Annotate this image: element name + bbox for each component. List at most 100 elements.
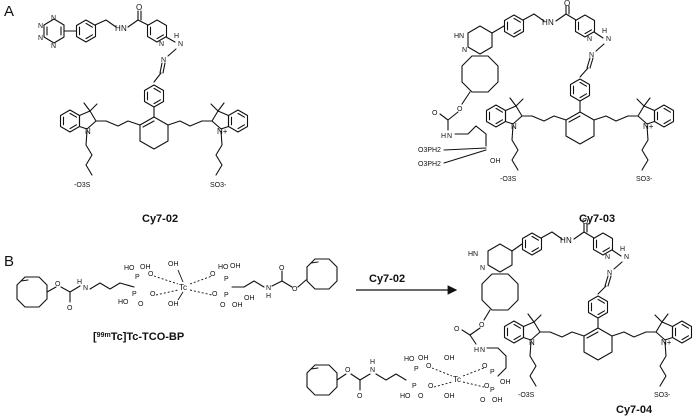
- panel-label-b: B: [4, 253, 14, 270]
- svg-text:N: N: [606, 36, 611, 43]
- reaction-reagent-label: Cy7-02: [369, 273, 405, 285]
- svg-text:N+: N+: [217, 127, 228, 136]
- svg-text:N: N: [480, 347, 485, 354]
- svg-text:N: N: [605, 254, 610, 261]
- svg-text:H: H: [441, 133, 446, 140]
- svg-text:HO: HO: [118, 299, 129, 306]
- structure-tc-tco-bp: O O H N HO OH P P HO O O O OH Tc OH O O …: [16, 258, 338, 312]
- svg-text:N: N: [370, 367, 375, 374]
- svg-text:OH: OH: [500, 379, 511, 386]
- svg-text:O: O: [432, 110, 438, 117]
- svg-text:N: N: [83, 285, 88, 292]
- svg-text:O: O: [292, 286, 298, 293]
- svg-text:H: H: [474, 347, 479, 354]
- svg-text:N: N: [566, 236, 572, 245]
- svg-text:O: O: [357, 393, 363, 400]
- svg-text:N: N: [266, 285, 271, 292]
- label-tc-tco-bp: [99mTc]Tc-TCO-BP: [93, 331, 184, 343]
- svg-text:N: N: [511, 122, 517, 131]
- svg-text:P: P: [414, 366, 419, 373]
- structure-cy7-02: N N N N H N O N H N N N: [38, 3, 248, 189]
- svg-text:OH: OH: [168, 261, 179, 268]
- svg-text:O: O: [484, 383, 490, 390]
- svg-text:H: H: [77, 279, 82, 286]
- svg-text:-O3S: -O3S: [518, 392, 535, 399]
- svg-text:H: H: [602, 28, 607, 35]
- svg-text:HO: HO: [124, 265, 135, 272]
- svg-text:O: O: [426, 363, 432, 370]
- svg-text:N: N: [447, 133, 452, 140]
- svg-text:HO: HO: [218, 264, 229, 271]
- svg-text:N: N: [589, 52, 594, 59]
- svg-text:-O3S: -O3S: [500, 176, 517, 183]
- svg-text:OH: OH: [140, 264, 151, 271]
- svg-text:N: N: [38, 35, 43, 42]
- svg-text:HO: HO: [400, 393, 411, 400]
- svg-text:HO: HO: [404, 356, 415, 363]
- svg-text:O: O: [150, 291, 156, 298]
- svg-text:SO3-: SO3-: [654, 392, 671, 399]
- svg-text:OH: OH: [232, 302, 243, 309]
- svg-text:O: O: [345, 367, 351, 374]
- svg-text:O: O: [55, 281, 61, 288]
- svg-text:O: O: [457, 106, 463, 113]
- svg-text:O: O: [148, 271, 154, 278]
- svg-text:H: H: [370, 359, 375, 366]
- svg-text:O: O: [138, 301, 144, 308]
- svg-text:N: N: [462, 47, 467, 54]
- svg-text:N: N: [51, 15, 56, 22]
- svg-text:N: N: [480, 265, 485, 272]
- svg-text:H: H: [266, 293, 271, 300]
- svg-text:SO3-: SO3-: [210, 182, 227, 189]
- svg-text:N: N: [607, 270, 612, 277]
- svg-text:N: N: [85, 127, 91, 136]
- svg-text:N: N: [121, 24, 127, 33]
- svg-text:OH: OH: [444, 355, 455, 362]
- svg-text:H: H: [115, 24, 121, 33]
- svg-text:P: P: [132, 291, 137, 298]
- svg-text:H: H: [620, 246, 625, 253]
- svg-text:O: O: [482, 363, 488, 370]
- svg-text:O: O: [479, 322, 485, 329]
- svg-text:HN: HN: [468, 251, 478, 258]
- svg-text:N+: N+: [643, 122, 654, 131]
- svg-text:N: N: [548, 18, 554, 27]
- svg-text:OH: OH: [244, 295, 255, 302]
- label-cy7-04: Cy7-04: [616, 404, 653, 416]
- svg-text:N: N: [624, 254, 629, 261]
- svg-text:-O3S: -O3S: [74, 182, 91, 189]
- svg-text:P: P: [135, 274, 140, 281]
- svg-text:O: O: [582, 217, 588, 226]
- svg-text:SO3-: SO3-: [636, 176, 653, 183]
- svg-text:P: P: [224, 292, 229, 299]
- svg-text:O: O: [220, 302, 226, 309]
- svg-text:HN: HN: [454, 33, 464, 40]
- svg-text:N: N: [51, 43, 56, 50]
- svg-text:H: H: [560, 236, 566, 245]
- label-cy7-02: Cy7-02: [142, 213, 178, 225]
- svg-text:O: O: [418, 393, 424, 400]
- svg-text:N: N: [159, 41, 164, 48]
- svg-text:O: O: [67, 305, 73, 312]
- svg-text:N: N: [38, 23, 43, 30]
- svg-text:N: N: [587, 36, 592, 43]
- svg-text:OH: OH: [230, 263, 241, 270]
- panel-label-a: A: [4, 3, 14, 20]
- svg-text:O3PH2: O3PH2: [418, 147, 441, 154]
- svg-text:N+: N+: [661, 338, 672, 347]
- svg-text:N: N: [529, 338, 535, 347]
- svg-text:O: O: [136, 3, 142, 12]
- svg-text:Tc: Tc: [179, 283, 187, 292]
- svg-text:O: O: [454, 326, 460, 333]
- svg-text:N: N: [178, 41, 183, 48]
- svg-text:Tc: Tc: [453, 375, 461, 384]
- svg-text:O: O: [564, 0, 570, 8]
- svg-text:O: O: [279, 265, 285, 272]
- svg-text:OH: OH: [444, 393, 455, 400]
- svg-text:OH: OH: [418, 355, 429, 362]
- svg-text:OH: OH: [490, 158, 501, 165]
- svg-text:P: P: [224, 276, 229, 283]
- svg-text:O: O: [480, 397, 486, 404]
- svg-text:O: O: [212, 291, 218, 298]
